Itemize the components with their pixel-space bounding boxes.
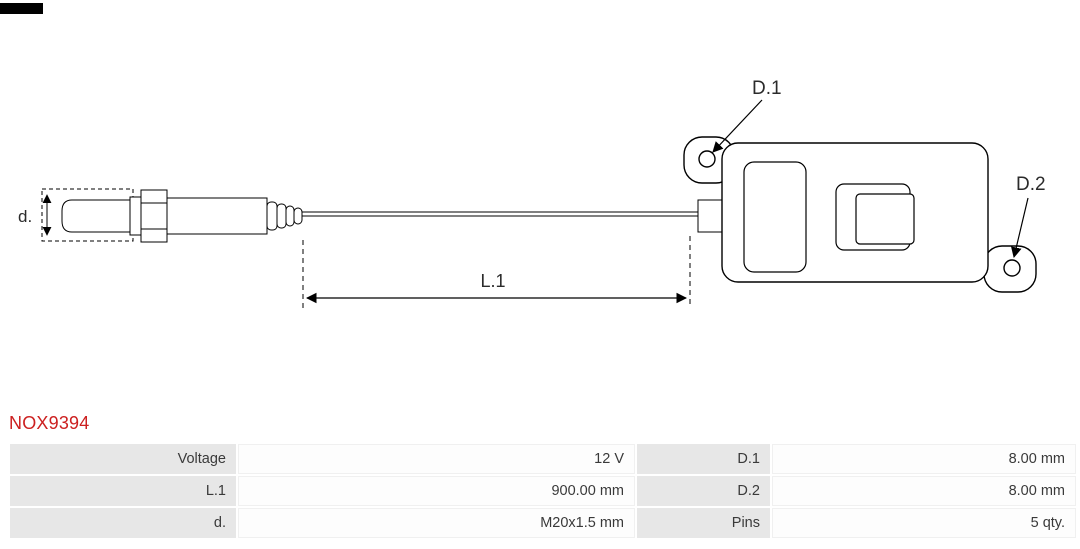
control-unit <box>683 136 1037 293</box>
nox-sensor-diagram: D.1 D.2 d. L.1 <box>18 78 1046 308</box>
strain-relief-ridge <box>276 203 287 229</box>
probe-hex-nut <box>140 189 168 243</box>
logo-bar <box>0 3 43 14</box>
d-label: d. <box>18 207 32 226</box>
spec-table: Voltage 12 V D.1 8.00 mm L.1 900.00 mm D… <box>10 444 1076 538</box>
probe-body <box>166 197 268 235</box>
sensor-technical-drawing: D.1 D.2 d. L.1 <box>18 78 1046 308</box>
strain-relief-ridge <box>266 201 278 231</box>
probe-assembly <box>41 188 303 243</box>
d1-leader-line <box>712 99 763 153</box>
probe-dashed-box <box>41 188 134 242</box>
mounting-hole-top <box>698 150 716 168</box>
spec-label: D.1 <box>637 444 770 474</box>
probe-tip <box>61 199 131 233</box>
sensor-cable <box>301 211 701 217</box>
part-number: NOX9394 <box>9 413 90 433</box>
strain-relief-ridge <box>285 205 295 227</box>
cable-entry-boot <box>697 199 723 233</box>
spec-label: Pins <box>637 508 770 538</box>
d1-callout: D.1 <box>712 78 782 153</box>
l1-dimension: L.1 <box>302 236 691 308</box>
spec-value: 8.00 mm <box>772 444 1076 474</box>
housing-inner-rect <box>855 193 915 245</box>
mounting-hole-bottom <box>1003 259 1021 277</box>
d2-leader-line <box>1010 197 1029 259</box>
d2-label: D.2 <box>1016 174 1046 195</box>
l1-label: L.1 <box>480 271 505 291</box>
spec-value: 8.00 mm <box>772 476 1076 506</box>
spec-value: M20x1.5 mm <box>238 508 635 538</box>
spec-label: d. <box>10 508 236 538</box>
connector-block <box>743 161 807 273</box>
spec-label: L.1 <box>10 476 236 506</box>
strain-relief-ridge <box>293 207 303 225</box>
spec-label: D.2 <box>637 476 770 506</box>
spec-value: 12 V <box>238 444 635 474</box>
spec-label: Voltage <box>10 444 236 474</box>
d2-callout: D.2 <box>1010 174 1046 259</box>
d1-label: D.1 <box>752 78 782 99</box>
spec-value: 5 qty. <box>772 508 1076 538</box>
spec-value: 900.00 mm <box>238 476 635 506</box>
probe-collar <box>129 196 142 236</box>
